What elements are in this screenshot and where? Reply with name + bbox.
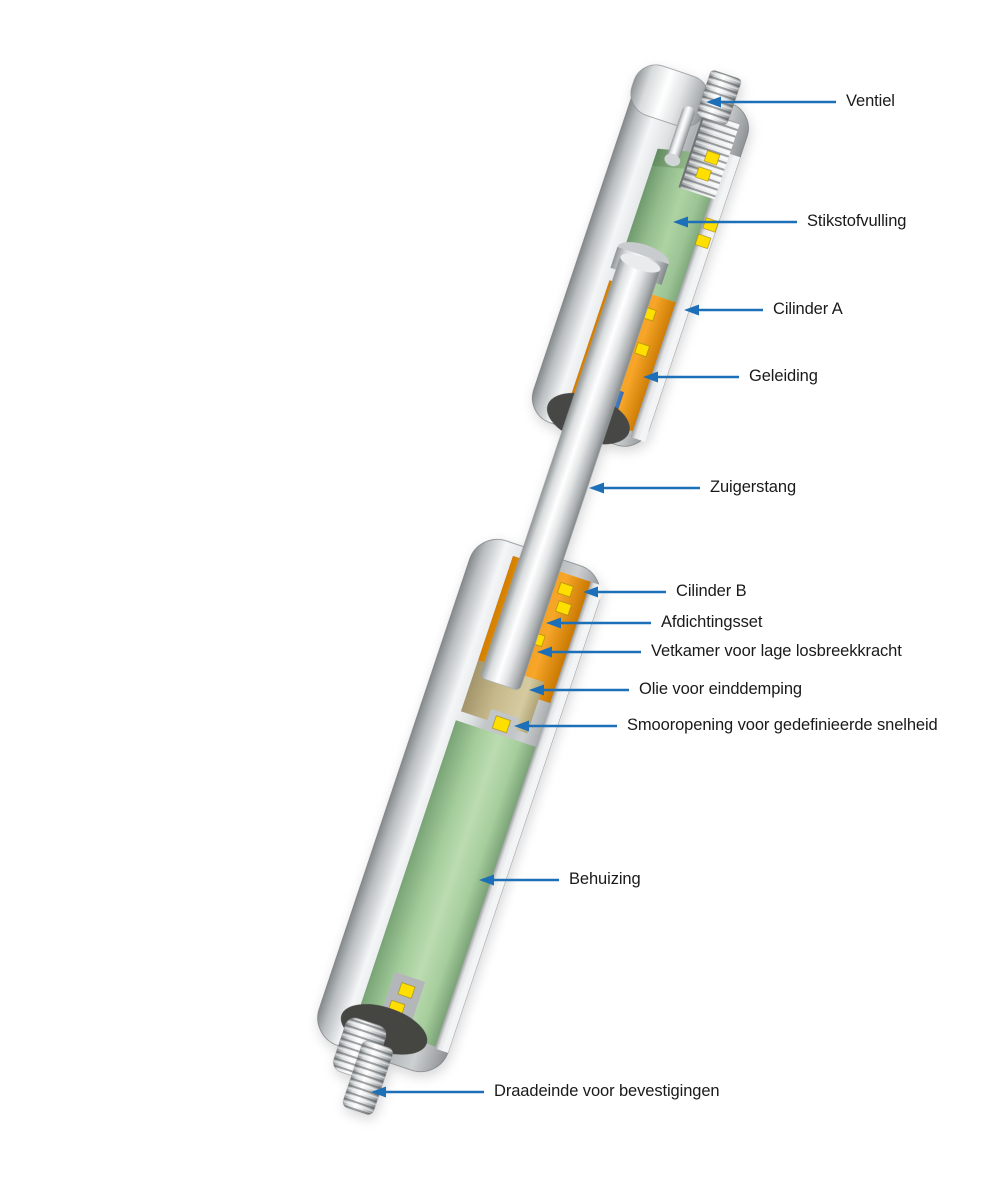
- arrow-vetkamer: [537, 646, 641, 658]
- label-behuizing: Behuizing: [569, 870, 641, 889]
- arrow-stikstofvulling: [673, 216, 797, 228]
- mounting-thread-stud: [343, 1041, 393, 1115]
- arrow-cilinder-b: [583, 586, 666, 598]
- arrow-draadeinde: [371, 1086, 484, 1098]
- arrow-olie: [529, 684, 629, 696]
- cylinder-b-assembly: [317, 539, 605, 1073]
- arrow-afdichtingsset: [546, 617, 651, 629]
- label-geleiding: Geleiding: [749, 367, 818, 386]
- valve-pin: [667, 106, 695, 163]
- arrow-behuizing: [479, 874, 559, 886]
- label-afdichtingsset: Afdichtingsset: [661, 613, 763, 632]
- label-olie: Olie voor einddemping: [639, 680, 802, 699]
- label-draadeinde: Draadeinde voor bevestigingen: [494, 1082, 720, 1101]
- gas-spring-body: [317, 64, 749, 1115]
- label-stikstofvulling: Stikstofvulling: [807, 212, 907, 231]
- arrow-smooropening: [514, 720, 617, 732]
- label-cilinder-a: Cilinder A: [773, 300, 843, 319]
- arrow-cilinder-a: [684, 304, 763, 316]
- label-zuigerstang: Zuigerstang: [710, 478, 797, 497]
- nitrogen-chamber-b: [355, 720, 536, 1047]
- piston-rod: [480, 242, 669, 690]
- label-ventiel: Ventiel: [846, 92, 895, 111]
- arrow-geleiding: [643, 371, 739, 383]
- threaded-end-cap: [333, 1017, 393, 1115]
- arrow-ventiel: [706, 96, 836, 108]
- label-vetkamer: Vetkamer voor lage losbreekkracht: [651, 642, 902, 661]
- label-smooropening: Smooropening voor gedefinieerde snelheid: [627, 716, 938, 735]
- arrow-zuigerstang: [589, 482, 700, 494]
- label-cilinder-b: Cilinder B: [676, 582, 747, 601]
